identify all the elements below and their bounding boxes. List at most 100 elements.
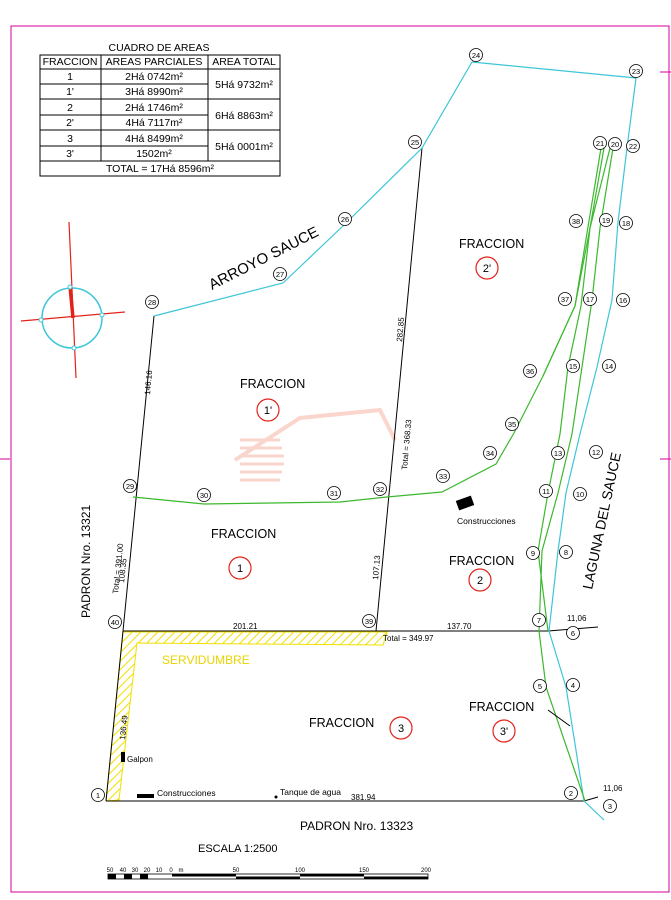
svg-text:FRACCION: FRACCION [459, 237, 524, 251]
scale-tick-label: 50 [107, 868, 114, 874]
survey-point-16: 16 [616, 293, 630, 307]
table-row-parcial: 3Há 8990m² [125, 86, 183, 98]
padron-left-label: PADRON Nro. 13321 [79, 505, 93, 618]
svg-text:22: 22 [629, 142, 637, 151]
table-row-fraccion: 1 [67, 71, 73, 83]
scale-tick-label: 30 [132, 868, 139, 874]
scale-tick-label: 0 [169, 868, 173, 874]
svg-text:3: 3 [398, 723, 404, 735]
table-header-total: AREA TOTAL [212, 56, 276, 68]
svg-text:37: 37 [561, 295, 569, 304]
svg-text:33: 33 [439, 472, 447, 481]
svg-text:39: 39 [365, 617, 373, 626]
svg-text:34: 34 [486, 449, 494, 458]
tanque-label: Tanque de agua [280, 787, 341, 797]
fraccion-labels: FRACCION1'FRACCION1FRACCION2'FRACCION2FR… [211, 237, 534, 743]
survey-point-24: 24 [469, 48, 483, 62]
survey-point-34: 34 [483, 446, 497, 460]
table-row-parcial: 4Há 8499m² [125, 133, 183, 145]
table-total-1: 5Há 9732m² [215, 79, 273, 91]
survey-point-6: 6 [566, 626, 580, 640]
svg-text:10: 10 [576, 490, 584, 499]
scale-tick-label: 100 [295, 868, 306, 874]
dim-146: 146.16 [143, 369, 154, 395]
table-grand-total: TOTAL = 17Há 8596m² [106, 163, 215, 175]
construcciones-label-2: Construcciones [157, 788, 216, 798]
svg-text:8: 8 [564, 548, 568, 557]
survey-point-26: 26 [338, 212, 352, 226]
building-icon [455, 495, 475, 511]
svg-text:17: 17 [586, 295, 594, 304]
svg-text:6: 6 [571, 629, 575, 638]
dim-381: 381.94 [351, 793, 376, 802]
dim-137: 137.70 [447, 622, 472, 631]
survey-point-11: 11 [539, 484, 553, 498]
dim-282: 282.85 [395, 316, 406, 342]
table-row-fraccion: 3' [66, 148, 74, 160]
survey-point-32: 32 [373, 482, 387, 496]
survey-point-25: 25 [408, 135, 422, 149]
svg-text:14: 14 [605, 362, 613, 371]
laguna-label: LAGUNA DEL SAUCE [579, 451, 624, 591]
construcciones-label-1: Construcciones [457, 516, 516, 526]
table-row-parcial: 4Há 7117m² [125, 117, 183, 129]
svg-text:20: 20 [611, 140, 619, 149]
svg-text:21: 21 [596, 139, 604, 148]
arroyo-label: ARROYO SAUCE [206, 224, 321, 294]
svg-text:36: 36 [526, 367, 534, 376]
survey-point-36: 36 [523, 364, 537, 378]
survey-point-33: 33 [436, 469, 450, 483]
svg-text:30: 30 [200, 491, 208, 500]
svg-text:13: 13 [554, 449, 562, 458]
survey-point-8: 8 [559, 545, 573, 559]
black-boundaries [105, 147, 599, 802]
svg-text:28: 28 [148, 298, 156, 307]
scale-tick-label: 40 [120, 868, 127, 874]
survey-point-18: 18 [619, 216, 633, 230]
dim-107: 107.13 [371, 554, 382, 580]
table-header-parciales: AREAS PARCIALES [106, 56, 203, 68]
svg-text:29: 29 [126, 482, 134, 491]
survey-point-19: 19 [599, 213, 613, 227]
svg-text:FRACCION: FRACCION [240, 377, 305, 391]
galpon-label: Galpon [127, 755, 153, 764]
svg-text:40: 40 [111, 618, 119, 627]
svg-text:FRACCION: FRACCION [469, 700, 534, 714]
survey-point-5: 5 [533, 679, 547, 693]
svg-text:24: 24 [472, 51, 480, 60]
svg-text:2: 2 [477, 575, 483, 587]
dim-201: 201.21 [233, 622, 258, 631]
survey-point-22: 22 [626, 139, 640, 153]
svg-text:9: 9 [531, 549, 535, 558]
scale-tick-label: 20 [144, 868, 151, 874]
svg-text:1: 1 [96, 791, 100, 800]
svg-text:15: 15 [569, 362, 577, 371]
svg-text:FRACCION: FRACCION [309, 716, 374, 730]
dim-108: 108.35 [117, 557, 129, 583]
survey-point-37: 37 [558, 292, 572, 306]
svg-text:18: 18 [622, 219, 630, 228]
svg-text:7: 7 [537, 616, 541, 625]
table-row-parcial: 2Há 1746m² [125, 102, 183, 114]
survey-point-23: 23 [629, 64, 643, 78]
dim-1106-a: 11,06 [567, 614, 587, 623]
survey-point-14: 14 [602, 359, 616, 373]
tanque-icon [274, 795, 278, 799]
servidumbre-label: SERVIDUMBRE [162, 653, 250, 667]
svg-text:1: 1 [237, 563, 243, 575]
survey-point-12: 12 [589, 445, 603, 459]
north-arrow [20, 221, 126, 379]
svg-text:5: 5 [538, 682, 542, 691]
table-row-fraccion: 2 [67, 102, 73, 114]
svg-text:26: 26 [341, 215, 349, 224]
escala-label: ESCALA 1:2500 [198, 843, 278, 855]
survey-point-3: 3 [603, 799, 617, 813]
table-header-fraccion: FRACCION [43, 56, 98, 68]
svg-text:11: 11 [542, 487, 550, 496]
